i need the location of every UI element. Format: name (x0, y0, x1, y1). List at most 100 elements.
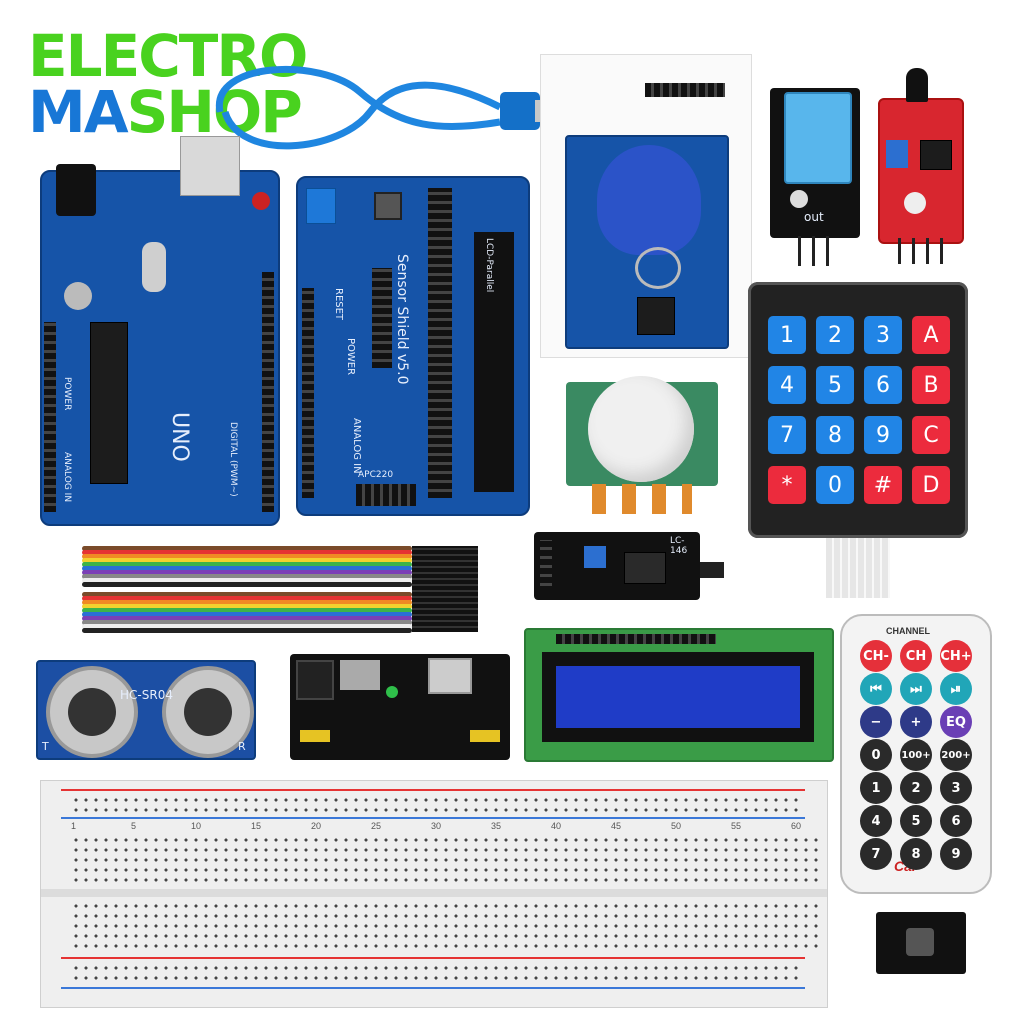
rfid-card-backing (540, 54, 752, 358)
rail-holes-top (71, 795, 801, 815)
shield-reset-label: RESET (333, 288, 344, 321)
remote-button: 9 (940, 838, 972, 870)
pir-sensor-board (566, 376, 718, 486)
atmega-chip (90, 322, 128, 484)
keypad-key: # (864, 466, 902, 504)
ultrasonic-transmitter (46, 666, 138, 758)
shield-power-label: POWER (345, 338, 356, 376)
pir-trimmers (592, 484, 692, 514)
keypad-ribbon (826, 538, 890, 598)
jumper-wire (82, 596, 412, 601)
analog-label: ANALOG IN (62, 452, 72, 503)
lcd-parallel-header (474, 232, 514, 492)
usb-b-port (180, 136, 240, 196)
remote-button: 6 (940, 805, 972, 837)
uno-label: UNO (167, 412, 192, 462)
breadboard-column-number: 60 (791, 821, 802, 831)
shield-mid-header (372, 268, 392, 368)
remote-channel-label: CHANNEL (886, 626, 930, 636)
shield-apc-label: APC220 (358, 470, 394, 480)
breadboard-column-number: 30 (431, 821, 442, 831)
jumper-wire (82, 582, 412, 587)
arduino-uno-board: UNO DIGITAL (PWM~) ANALOG IN POWER (40, 136, 280, 526)
jumper-wire (82, 550, 412, 555)
jumper-wires (82, 546, 482, 636)
lcd1602-module (524, 628, 834, 762)
capacitor (64, 282, 92, 310)
i2c-label: LC-146 (670, 536, 688, 556)
jumper-wire (82, 554, 412, 559)
jumper-wire (82, 616, 412, 621)
remote-button: + (900, 706, 932, 738)
jumper-wire (82, 592, 412, 597)
jumper-wire (82, 558, 412, 563)
keypad-key: 2 (816, 316, 854, 354)
dht-out-label: out (804, 210, 824, 224)
remote-button: ⏯ (940, 673, 972, 705)
keypad-key: A (912, 316, 950, 354)
remote-button: EQ (940, 706, 972, 738)
reset-switch (374, 192, 402, 220)
jumper-wire (82, 620, 412, 625)
voltage-jumper-right (470, 730, 500, 742)
ultrasonic-module: HC-SR04 T R (36, 660, 256, 760)
usb-a-port (428, 658, 472, 694)
dc-jack (56, 164, 96, 216)
logo-shop: SHOP (126, 78, 303, 146)
i2c-potentiometer (584, 546, 606, 568)
ir-remote: CHANNEL Car CH-CHCH+⏮⏭⏯−+EQ0100+200+1234… (840, 614, 992, 894)
breadboard-column-number: 20 (311, 821, 322, 831)
center-channel (41, 889, 827, 897)
rfid-pins (645, 83, 725, 97)
jumper-wire (82, 566, 412, 571)
keypad-key: 3 (864, 316, 902, 354)
flame-chip (920, 140, 952, 170)
ultrasonic-receiver (162, 666, 254, 758)
ultrasonic-t: T (42, 740, 49, 753)
shield-analog-label: ANALOG IN (351, 418, 362, 474)
breadboard-column-number: 15 (251, 821, 262, 831)
voltage-jumper-left (300, 730, 330, 742)
keypad-key: D (912, 466, 950, 504)
remote-button: 100+ (900, 739, 932, 771)
remote-button: 0 (860, 739, 892, 771)
remote-button: 200+ (940, 739, 972, 771)
ir-receiver-module (876, 912, 966, 974)
remote-button: 8 (900, 838, 932, 870)
dht11-module: out (770, 88, 860, 238)
i2c-jumper (700, 562, 724, 578)
logo-ma: MA (28, 78, 129, 146)
terminal-holes-top (71, 835, 821, 885)
breadboard-column-number: 5 (131, 821, 137, 831)
remote-button: CH (900, 640, 932, 672)
i2c-adapter-module: LC-146 (534, 532, 700, 600)
dht-legs (798, 236, 838, 266)
breadboard-column-number: 25 (371, 821, 382, 831)
shield-io-headers (428, 188, 452, 498)
rc522-chip (637, 297, 675, 335)
rfid-board (565, 135, 729, 349)
breadboard-column-number: 50 (671, 821, 682, 831)
breadboard-power-module (290, 654, 510, 760)
left-header (44, 322, 56, 512)
shield-left-header (302, 288, 314, 498)
jumper-wire (82, 546, 412, 551)
shield-lcd-label: LCD-Parallel (484, 238, 494, 293)
keypad-key: 4 (768, 366, 806, 404)
logo-line2: MASHOP (28, 83, 303, 141)
breadboard-column-number: 10 (191, 821, 202, 831)
remote-button: 1 (860, 772, 892, 804)
jumper-wire (82, 578, 412, 583)
remote-button: ⏮ (860, 673, 892, 705)
flame-potentiometer (886, 140, 908, 168)
keypad-key: 7 (768, 416, 806, 454)
crystal (142, 242, 166, 292)
dht11-sensor (784, 92, 852, 184)
dht-hole (790, 190, 808, 208)
jumper-wire (82, 570, 412, 575)
terminal-holes-bottom (71, 901, 821, 951)
remote-button: CH- (860, 640, 892, 672)
breadboard-column-number: 45 (611, 821, 622, 831)
